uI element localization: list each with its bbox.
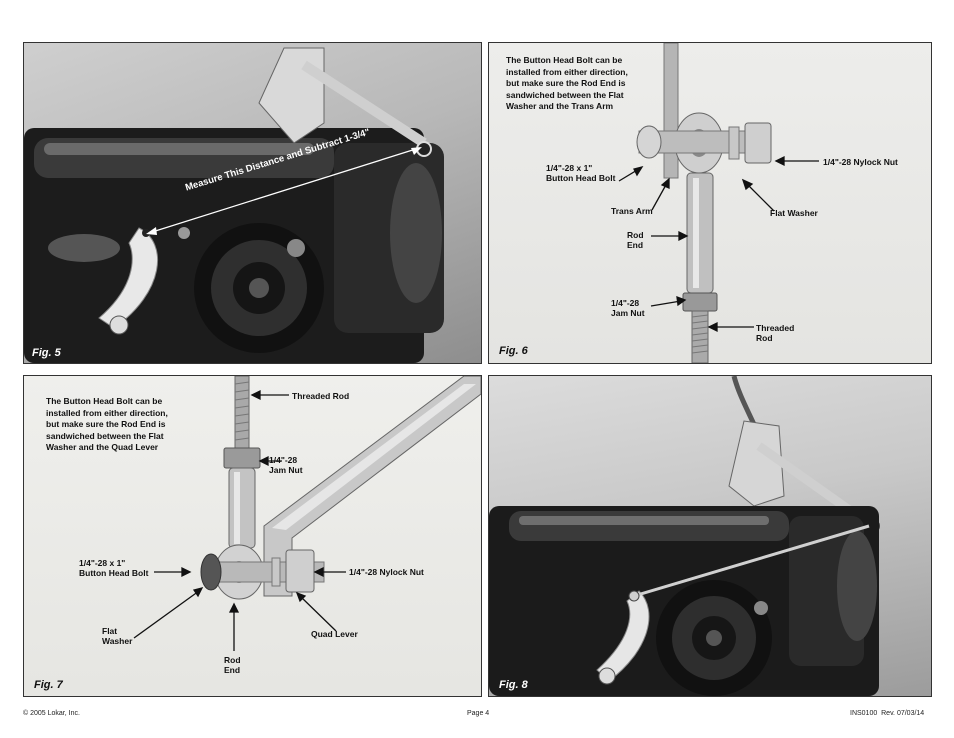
- fig7-panel: The Button Head Bolt can be installed fr…: [23, 375, 482, 697]
- fig6-nylock-label: 1/4"-28 Nylock Nut: [823, 157, 898, 167]
- figure-label: Fig. 7: [34, 679, 63, 691]
- fig7-quad-lever-label: Quad Lever: [311, 629, 358, 639]
- fig5-panel: Measure This Distance and Subtract 1-3/4…: [23, 42, 482, 364]
- footer-doc-revision: INS0100 Rev. 07/03/14: [850, 710, 925, 717]
- fig7-threaded-rod-label: Threaded Rod: [292, 391, 350, 401]
- fig6-flat-washer-label: Flat Washer: [770, 208, 818, 218]
- figure-label: Fig. 8: [499, 679, 528, 691]
- fig7-nylock-label: 1/4"-28 Nylock Nut: [349, 567, 424, 577]
- fig7-note: The Button Head Bolt can be installed fr…: [46, 396, 168, 452]
- fig8-panel: Fig. 8: [488, 375, 932, 697]
- figure-label: Fig. 6: [499, 345, 528, 357]
- fig8-photo: [489, 376, 880, 696]
- fig6-trans-arm-label: Trans Arm: [611, 206, 653, 216]
- fig7-bolt-label: 1/4"-28 x 1"Button Head Bolt: [79, 558, 149, 578]
- fig6-panel: The Button Head Bolt can be installed fr…: [488, 42, 932, 364]
- fig6-bolt-label: 1/4"-28 x 1"Button Head Bolt: [546, 163, 616, 183]
- footer-page-number: Page 4: [467, 710, 490, 717]
- footer-copyright: © 2005 Lokar, Inc.: [23, 710, 80, 717]
- figure-label: Fig. 5: [32, 347, 61, 359]
- fig7-photo: [133, 376, 481, 651]
- fig6-note: The Button Head Bolt can be installed fr…: [506, 55, 628, 111]
- fig5-photo: [24, 47, 444, 363]
- fig6-photo: [618, 43, 819, 363]
